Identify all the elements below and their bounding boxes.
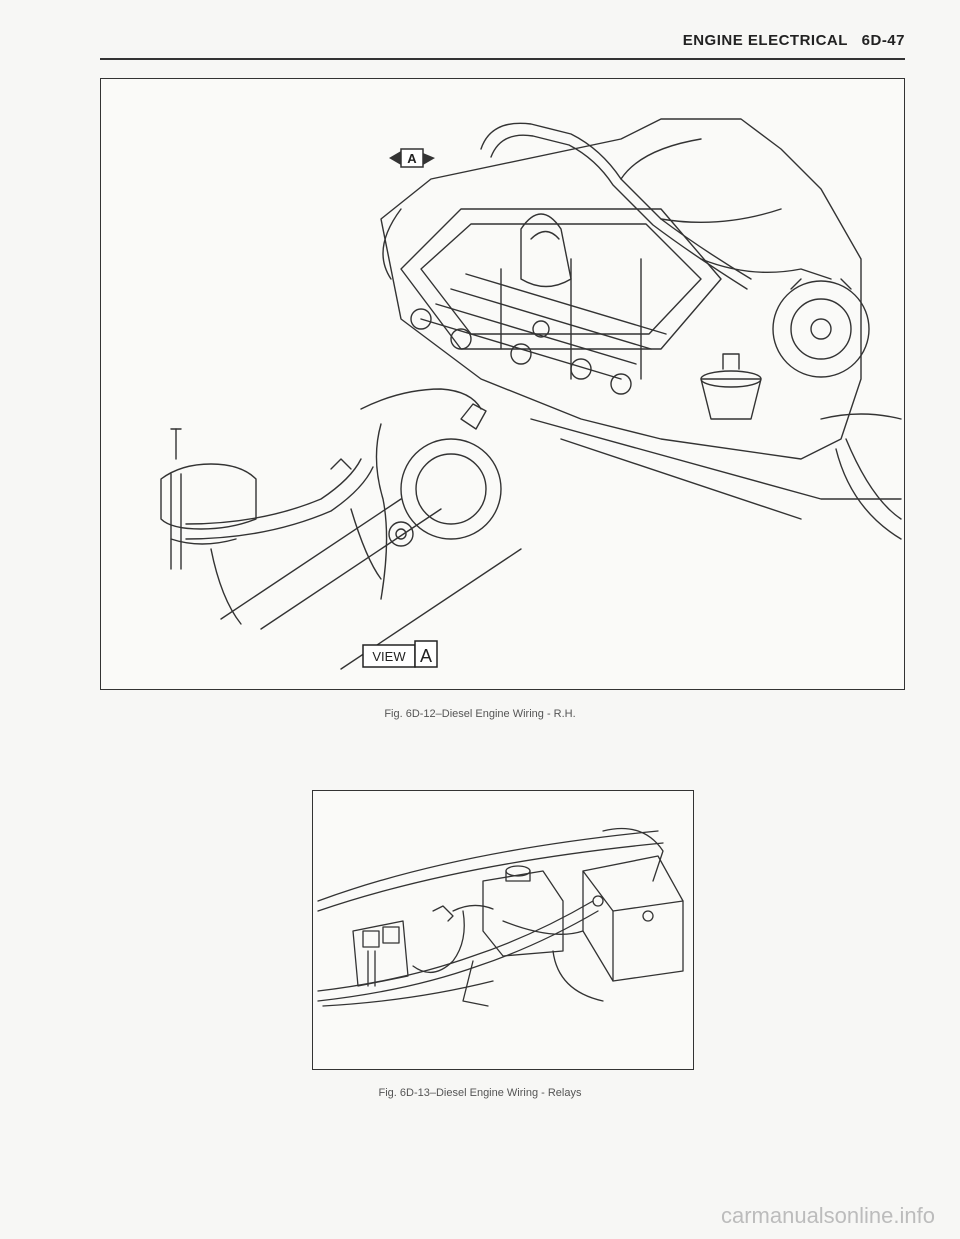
engine-illustration: A VIEW A	[160, 118, 902, 670]
callout-arrow-a	[389, 148, 435, 168]
header-title: ENGINE ELECTRICAL 6D-47	[683, 32, 905, 49]
view-a-tag	[362, 640, 438, 668]
figure-diesel-engine-wiring-relays	[312, 790, 694, 1070]
callout-label: A	[407, 151, 417, 166]
section-title: ENGINE ELECTRICAL	[682, 32, 848, 49]
watermark: carmanualsonline.info	[720, 1203, 935, 1228]
view-word: VIEW	[372, 649, 406, 664]
relays-illustration	[317, 827, 684, 1007]
page-number: 6D-47	[861, 32, 905, 49]
figure-2-caption: Fig. 6D-13–Diesel Engine Wiring - Relays	[378, 1087, 582, 1099]
figure-1-caption: Fig. 6D-12–Diesel Engine Wiring - R.H.	[384, 708, 576, 720]
view-letter: A	[420, 646, 432, 666]
figure-diesel-engine-wiring-rh: A VIEW A	[100, 78, 905, 690]
page-header: ENGINE ELECTRICAL 6D-47	[100, 30, 905, 60]
